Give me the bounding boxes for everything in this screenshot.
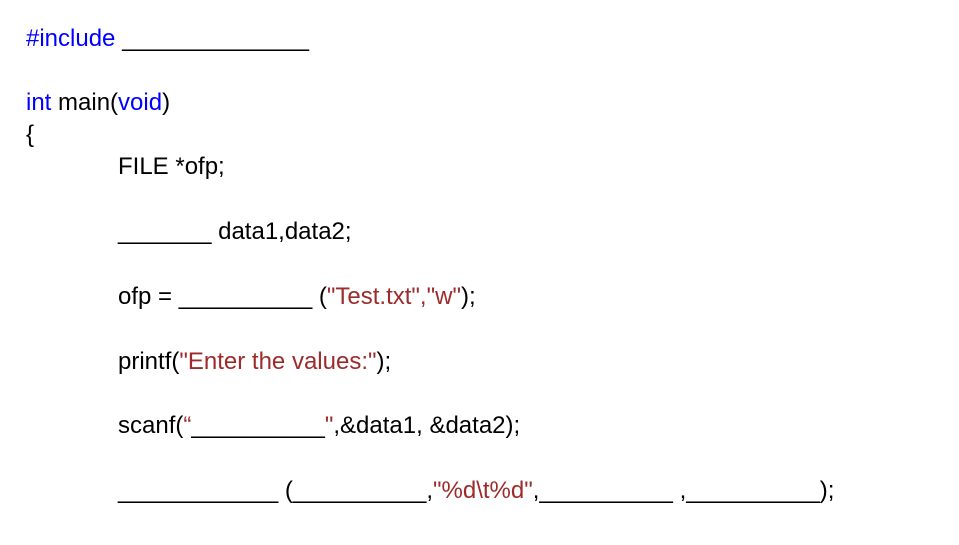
keyword-void: void	[118, 89, 163, 116]
comma-after-stream: ,	[426, 477, 433, 504]
quote-close-scanf-format: "	[324, 412, 334, 439]
ofp-assignment-lhs: ofp =	[118, 283, 179, 310]
keyword-int: int	[26, 89, 52, 116]
code-line-file-pointer-declaration: FILE *ofp;	[118, 153, 225, 180]
blank-fopen-function[interactable]: __________	[178, 283, 313, 310]
keyword-include: #include	[26, 25, 116, 52]
code-line-printf: printf("Enter the values:");	[118, 348, 391, 376]
blank-fprintf-arg2[interactable]: __________	[686, 477, 820, 504]
paren-open-fopen: (	[312, 283, 327, 310]
code-line-include: #include ______________	[26, 25, 309, 53]
code-line-fprintf: ____________ (__________,"%d\t%d",______…	[118, 477, 834, 505]
code-line-open-brace: {	[26, 121, 35, 148]
quote-open-scanf-format: “	[183, 412, 192, 439]
code-line-main-signature: int main(void)	[26, 89, 170, 117]
string-literal-format: "%d\t%d"	[433, 477, 533, 504]
blank-header-name[interactable]: ______________	[122, 25, 309, 52]
blank-fprintf-stream[interactable]: __________	[292, 477, 427, 504]
blank-fprintf-arg1[interactable]: __________	[539, 477, 673, 504]
scanf-arguments: ,&data1, &data2);	[333, 412, 521, 439]
code-line-fopen-assignment: ofp = __________ ("Test.txt","w");	[118, 283, 476, 311]
code-line-scanf: scanf(“__________",&data1, &data2);	[118, 412, 520, 440]
printf-call: printf(	[118, 348, 180, 375]
paren-close-printf: );	[376, 348, 392, 375]
scanf-call: scanf(	[118, 412, 184, 439]
function-name-main: main(	[51, 89, 119, 116]
paren-close-fprintf: );	[819, 477, 835, 504]
blank-scanf-format-specifier[interactable]: __________	[191, 412, 325, 439]
comma-after-format: ,	[532, 477, 540, 504]
blank-fprintf-function[interactable]: ____________	[118, 477, 279, 504]
paren-open-fprintf: (	[278, 477, 293, 504]
comma-between-args: ,	[672, 477, 687, 504]
blank-data-type[interactable]: _______	[118, 218, 212, 245]
paren-close-main: )	[162, 89, 171, 116]
paren-close-fopen: );	[460, 283, 476, 310]
data-variable-names: data1,data2;	[211, 218, 352, 245]
code-line-data-declaration: _______ data1,data2;	[118, 218, 352, 246]
string-literal-filename-mode: "Test.txt","w"	[326, 283, 461, 310]
string-literal-prompt: "Enter the values:"	[179, 348, 377, 375]
